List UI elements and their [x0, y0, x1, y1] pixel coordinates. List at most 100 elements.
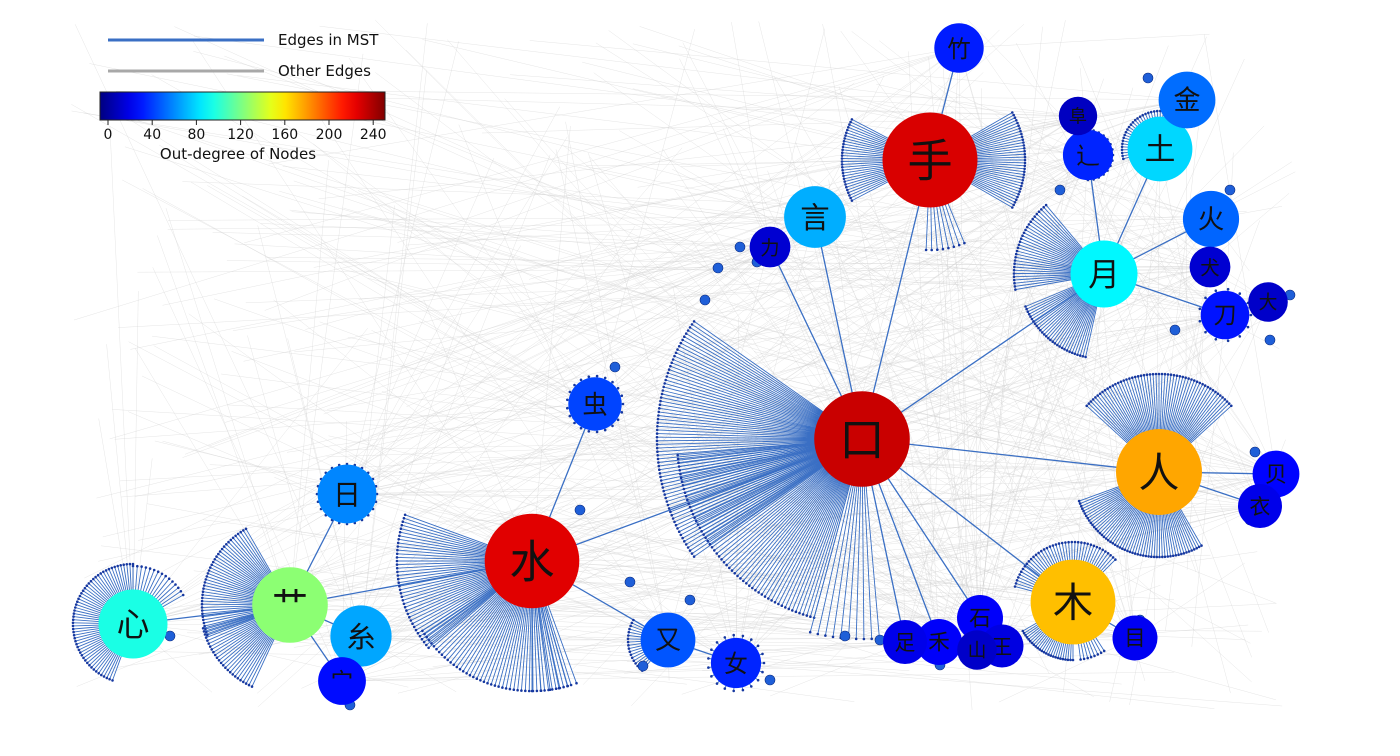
satellite-node — [1249, 446, 1261, 458]
leaf-fan — [1012, 203, 1105, 291]
node-zhu[interactable]: 竹 — [934, 23, 984, 73]
node-label: 虫 — [582, 391, 607, 420]
node-chuo[interactable]: 辶 — [1062, 129, 1114, 181]
node-label: 竹 — [947, 35, 971, 63]
node-yi[interactable]: 衣 — [1238, 484, 1282, 528]
leaf-dots — [1021, 629, 1075, 662]
node-quan[interactable]: 犬 — [1189, 246, 1231, 288]
node-tu[interactable]: 土 — [1127, 116, 1193, 182]
node-mmu[interactable]: 目 — [1112, 615, 1158, 661]
mst-edge — [861, 159, 931, 440]
node-circle — [883, 620, 927, 664]
colorbar-tick-label: 0 — [104, 127, 113, 143]
node-ren[interactable]: 人 — [1116, 429, 1202, 515]
node-xin[interactable]: 心 — [98, 589, 168, 659]
node-label: 日 — [333, 479, 361, 512]
leaf-dots — [1120, 109, 1165, 161]
node-circle — [916, 619, 962, 665]
node-da[interactable]: 大 — [1248, 282, 1288, 322]
leaf-fan — [201, 604, 291, 688]
node-label: 糸 — [346, 620, 375, 654]
leaf-spokes — [531, 560, 577, 691]
node-fu[interactable]: 阜 — [1058, 96, 1098, 136]
node-circle — [1200, 290, 1250, 340]
node-circle — [1062, 129, 1114, 181]
leaf-fan — [421, 560, 573, 693]
node-shui[interactable]: 水 — [484, 513, 580, 609]
node-label: 衣 — [1250, 495, 1271, 519]
node-circle — [1030, 559, 1116, 645]
node-huo[interactable]: 火 — [1182, 190, 1240, 248]
leaf-fan — [1085, 372, 1233, 473]
node-label: 足 — [895, 631, 916, 655]
node-circle — [317, 464, 377, 524]
colorbar-tick-label: 200 — [316, 127, 343, 143]
node-yan[interactable]: 言 — [784, 186, 846, 248]
node-mian[interactable]: 宀 — [318, 657, 366, 705]
colorbar-tick-label: 240 — [360, 127, 387, 143]
node-circle — [330, 605, 392, 667]
satellite-node — [624, 576, 636, 588]
colorbar-title: Out-degree of Nodes — [160, 145, 316, 163]
node-circle — [957, 630, 997, 670]
node-you[interactable]: 又 — [640, 612, 696, 668]
node-ri[interactable]: 日 — [317, 464, 377, 524]
satellite-node — [1169, 324, 1181, 336]
node-circle — [1189, 246, 1231, 288]
node-label: 目 — [1124, 627, 1145, 652]
leaf-fan — [1024, 273, 1105, 359]
satellite-node — [164, 630, 176, 642]
node-cao[interactable]: 艹 — [252, 567, 328, 643]
node-circle — [568, 377, 622, 431]
node-label: 木 — [1053, 580, 1093, 627]
node-circle — [1182, 190, 1240, 248]
node-zu[interactable]: 足 — [883, 620, 927, 664]
legend-other-label: Other Edges — [278, 62, 371, 80]
node-kou[interactable]: 口 — [814, 391, 910, 487]
node-jin[interactable]: 金 — [1158, 71, 1216, 129]
node-label: 金 — [1174, 86, 1201, 117]
node-circle — [252, 567, 328, 643]
node-circle — [484, 513, 580, 609]
leaf-spokes — [1086, 373, 1232, 473]
node-he[interactable]: 禾 — [916, 619, 962, 665]
node-label: 刀 — [1213, 303, 1236, 329]
satellite-node — [1054, 184, 1066, 196]
node-circle — [1127, 116, 1193, 182]
leaf-fan — [808, 438, 881, 641]
satellite-node — [637, 660, 649, 672]
mst-edge — [861, 438, 1160, 473]
satellite-node — [1264, 334, 1276, 346]
node-label: 火 — [1198, 205, 1225, 236]
node-circle — [749, 226, 791, 268]
node-shan[interactable]: 山 — [957, 630, 997, 670]
node-label: 艹 — [272, 586, 308, 627]
node-yue[interactable]: 月 — [1070, 240, 1138, 308]
node-label: 王 — [992, 635, 1012, 659]
node-circle — [1248, 282, 1288, 322]
leaf-fan — [200, 527, 291, 637]
node-label: 手 — [907, 135, 952, 188]
leaf-spokes — [1013, 204, 1105, 291]
satellite-node — [609, 361, 621, 373]
node-li[interactable]: 力 — [749, 226, 791, 268]
node-dao[interactable]: 刀 — [1200, 290, 1250, 340]
node-mi[interactable]: 糸 — [330, 605, 392, 667]
node-shou[interactable]: 手 — [882, 112, 978, 208]
leaf-spokes — [202, 604, 291, 687]
node-nv[interactable]: 女 — [710, 637, 762, 689]
leaf-dots — [530, 681, 578, 693]
node-mu[interactable]: 木 — [1030, 559, 1116, 645]
leaf-dots — [840, 118, 854, 202]
node-label: 言 — [800, 201, 829, 235]
leaf-dots — [655, 320, 696, 558]
leaf-dots — [924, 241, 966, 252]
leaf-dots — [1013, 540, 1117, 588]
node-chong[interactable]: 虫 — [568, 377, 622, 431]
node-label: 大 — [1259, 292, 1278, 314]
satellite-node — [1224, 184, 1236, 196]
